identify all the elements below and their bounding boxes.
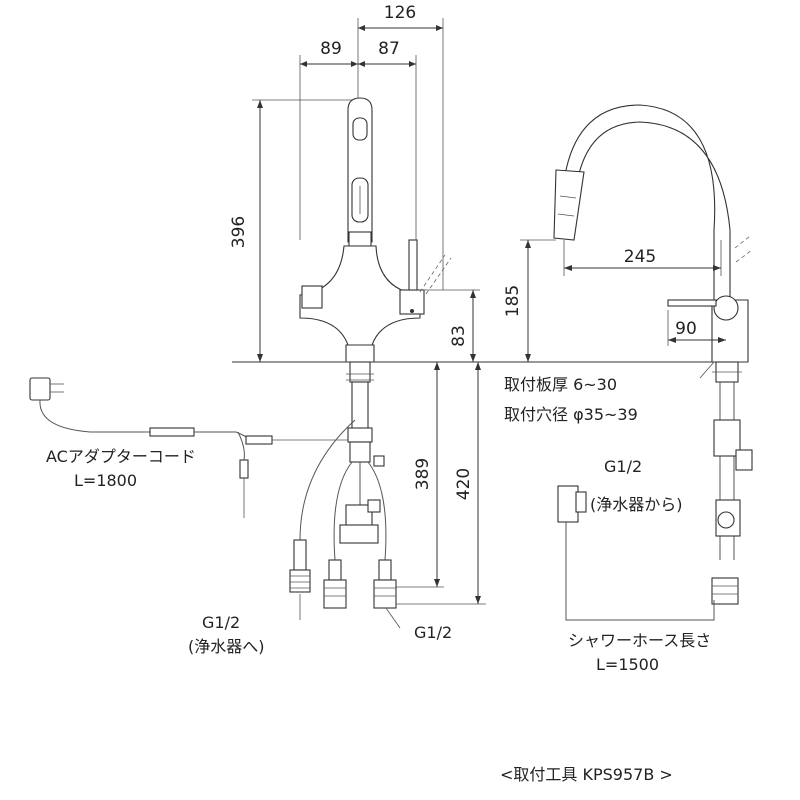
mount-hole-label: 取付穴径 φ35~39 [504,405,638,424]
height-83: 83 [420,289,480,362]
g12-right-label: G1/2 [604,457,642,476]
ac-length-label: L=1800 [74,471,137,490]
front-under-counter [289,361,397,609]
g12-bottom-label: G1/2 [414,623,452,642]
dim-389: 389 [413,458,433,490]
dim-87: 87 [378,39,400,59]
dim-420: 420 [454,468,474,500]
dim-90: 90 [675,319,697,339]
dim-245: 245 [624,247,656,267]
dim-83: 83 [449,325,469,347]
bottom-left-labels: G1/2 (浄水器へ) G1/2 [188,594,452,656]
dim-396: 396 [229,216,249,248]
ac-adapter-label: ACアダプターコード [46,447,196,466]
from-purifier-label: (浄水器から) [590,495,683,514]
side-under-counter [557,361,753,621]
dim-89: 89 [320,39,342,59]
front-faucet [299,97,452,363]
shower-length-label: L=1500 [596,655,659,674]
below-dimensions: 389 420 [396,362,486,605]
dim-185: 185 [503,285,523,317]
shower-hose-label: シャワーホース長さ [568,631,711,650]
mount-thickness-label: 取付板厚 6~30 [504,375,617,394]
to-purifier-label: (浄水器へ) [188,637,265,656]
dim-126: 126 [384,3,416,23]
tool-label: <取付工具 KPS957B > [500,765,673,784]
side-faucet: 245 185 90 [503,104,753,363]
side-labels: 取付板厚 6~30 取付穴径 φ35~39 G1/2 (浄水器から) シャワーホ… [500,375,711,784]
ac-adapter-cord: ACアダプターコード L=1800 [29,377,348,518]
height-396: 396 [229,99,360,362]
g12-left-label: G1/2 [202,613,240,632]
top-dimensions: 126 89 87 [299,3,444,290]
